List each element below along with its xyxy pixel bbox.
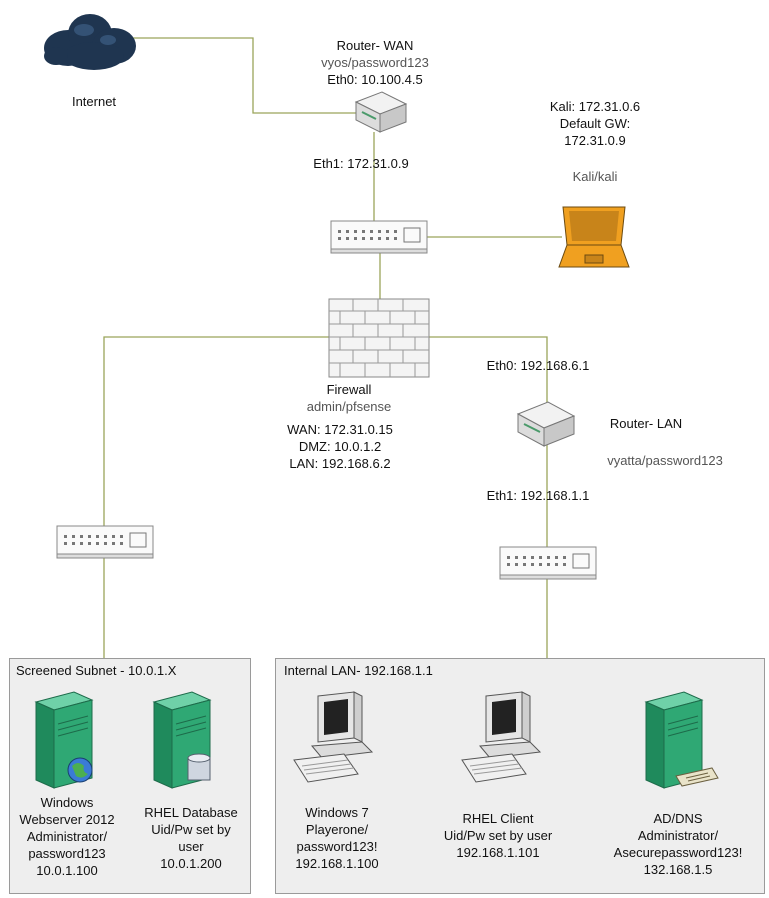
rhel-client-ip: 192.168.1.101 <box>456 845 540 860</box>
switch-lan-icon <box>499 546 597 580</box>
switch-dmz-icon <box>56 525 154 559</box>
firewall-creds: admin/pfsense <box>306 399 392 414</box>
firewall-ifaces: WAN: 172.31.0.15 DMZ: 10.0.1.2 LAN: 192.… <box>272 421 408 472</box>
router-wan-creds: vyos/password123 <box>321 55 429 70</box>
rhel-client-workstation-icon <box>461 691 542 783</box>
link-firewall-dmz <box>103 336 330 528</box>
webserver-user: Administrator/ <box>26 829 108 844</box>
ad-dns-user: Administrator/ <box>637 828 719 843</box>
firewall-title: Firewall <box>326 382 372 397</box>
firewall-icon <box>328 298 430 378</box>
database-server-icon <box>152 691 212 789</box>
screened-subnet-title: Screened Subnet - 10.0.1.X <box>16 663 177 678</box>
firewall-dmz: DMZ: 10.0.1.2 <box>298 439 382 454</box>
webserver-ip: 10.0.1.100 <box>36 863 98 878</box>
webserver-version: Webserver 2012 <box>19 812 115 827</box>
link-firewall-router-lan <box>428 336 548 412</box>
internet-label: Internet <box>71 94 117 109</box>
kali-ip: Kali: 172.31.0.6 <box>549 99 641 114</box>
link-internet-router-wan <box>128 37 365 114</box>
laptop-icon <box>558 206 630 268</box>
switch-top-icon <box>330 220 428 254</box>
router-wan-eth0: Eth0: 10.100.4.5 <box>327 72 423 87</box>
router-lan-creds: vyatta/password123 <box>607 453 723 468</box>
kali-gw: 172.31.0.9 <box>564 133 626 148</box>
webserver-pass: password123 <box>28 846 106 861</box>
webserver-icon <box>34 691 94 789</box>
router-wan-title: Router- WAN <box>336 38 414 53</box>
database-creds-2: user <box>178 839 204 854</box>
router-lan-title: Router- LAN <box>609 416 683 431</box>
windows7-name: Windows 7 <box>305 805 369 820</box>
router-wan-info: Router- WAN vyos/password123 Eth0: 10.10… <box>300 37 450 88</box>
cloud-icon <box>44 14 136 70</box>
router-lan-eth0: Eth0: 192.168.6.1 <box>486 358 590 373</box>
webserver-name: Windows <box>40 795 94 810</box>
windows7-workstation-icon <box>293 691 374 783</box>
ad-dns-server-icon <box>644 691 719 789</box>
kali-info: Kali: 172.31.0.6 Default GW: 172.31.0.9 <box>530 98 660 149</box>
ad-dns-info: AD/DNS Administrator/ Asecurepassword123… <box>598 810 758 878</box>
database-name: RHEL Database <box>144 805 238 820</box>
windows7-user: Playerone/ <box>305 822 369 837</box>
router-lan-eth1: Eth1: 192.168.1.1 <box>486 488 590 503</box>
rhel-client-info: RHEL Client Uid/Pw set by user 192.168.1… <box>428 810 568 861</box>
router-wan-icon <box>354 91 408 133</box>
ad-dns-pass: Asecurepassword123! <box>613 845 743 860</box>
windows7-ip: 192.168.1.100 <box>295 856 379 871</box>
kali-gw-label: Default GW: <box>559 116 631 131</box>
database-ip: 10.0.1.200 <box>160 856 222 871</box>
firewall-wan: WAN: 172.31.0.15 <box>287 422 393 437</box>
rhel-client-name: RHEL Client <box>462 811 534 826</box>
windows7-info: Windows 7 Playerone/ password123! 192.16… <box>278 804 396 872</box>
internal-lan-title: Internal LAN- 192.168.1.1 <box>284 663 433 678</box>
ad-dns-ip: 132.168.1.5 <box>643 862 713 877</box>
webserver-info: Windows Webserver 2012 Administrator/ pa… <box>8 794 126 879</box>
database-creds-1: Uid/Pw set by <box>151 822 231 837</box>
firewall-info: Firewall admin/pfsense <box>284 381 414 415</box>
router-lan-icon <box>516 401 576 447</box>
firewall-lan: LAN: 192.168.6.2 <box>289 456 391 471</box>
router-wan-eth1: Eth1: 172.31.0.9 <box>313 156 409 171</box>
windows7-pass: password123! <box>296 839 378 854</box>
kali-creds: Kali/kali <box>572 169 618 184</box>
ad-dns-name: AD/DNS <box>653 811 703 826</box>
database-info: RHEL Database Uid/Pw set by user 10.0.1.… <box>132 804 250 872</box>
rhel-client-creds: Uid/Pw set by user <box>443 828 553 843</box>
